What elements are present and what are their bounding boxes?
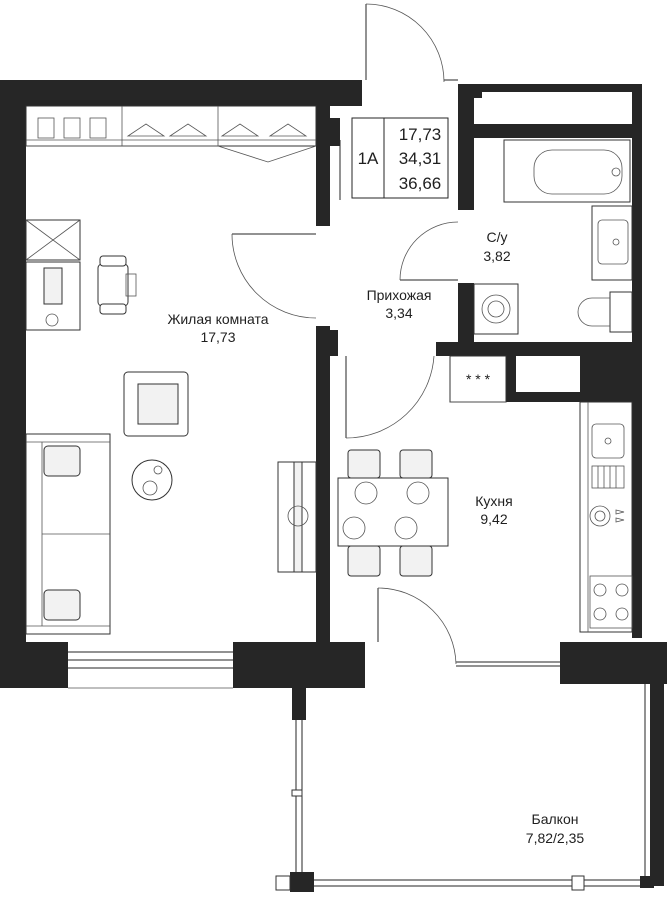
kitchen-stove-block: * * * <box>449 355 507 403</box>
balcony-area: 7,82/2,35 <box>526 830 585 846</box>
hallway-name: Прихожая <box>367 287 432 303</box>
total-area-value: 34,31 <box>399 149 442 168</box>
room-labels: Жилая комната 17,73 Прихожая 3,34 С/у 3,… <box>167 229 584 846</box>
washbasin <box>591 205 633 281</box>
stove-marks: * * * <box>466 371 491 387</box>
kitchen-counter <box>579 401 633 633</box>
window-lines <box>68 140 560 689</box>
dining-table <box>337 449 449 577</box>
living-room-name: Жилая комната <box>167 311 268 327</box>
toilet <box>577 291 633 333</box>
bathroom-name: С/у <box>487 229 508 245</box>
walls <box>0 80 667 892</box>
apartment-type: 1А <box>358 149 379 168</box>
total-area-with-balcony-value: 36,66 <box>399 174 442 193</box>
hallway-area: 3,34 <box>385 305 412 321</box>
balcony-name: Балкон <box>532 811 579 827</box>
living-area-value: 17,73 <box>399 125 442 144</box>
area-badge: 1А 17,73 34,31 36,66 <box>351 117 449 199</box>
living-room-area: 17,73 <box>200 329 235 345</box>
kitchen-name: Кухня <box>475 493 512 509</box>
tv-unit <box>277 461 317 573</box>
wardrobe <box>25 105 317 163</box>
balcony-rails <box>275 684 646 891</box>
kitchen-area: 9,42 <box>480 511 507 527</box>
bathroom-area: 3,82 <box>483 248 510 264</box>
armchair <box>123 371 189 437</box>
coffee-table <box>131 459 173 501</box>
doors <box>231 3 459 665</box>
bathtub <box>503 139 631 203</box>
desk-area <box>25 219 137 331</box>
sofa <box>25 433 111 635</box>
washing-machine <box>473 283 519 335</box>
